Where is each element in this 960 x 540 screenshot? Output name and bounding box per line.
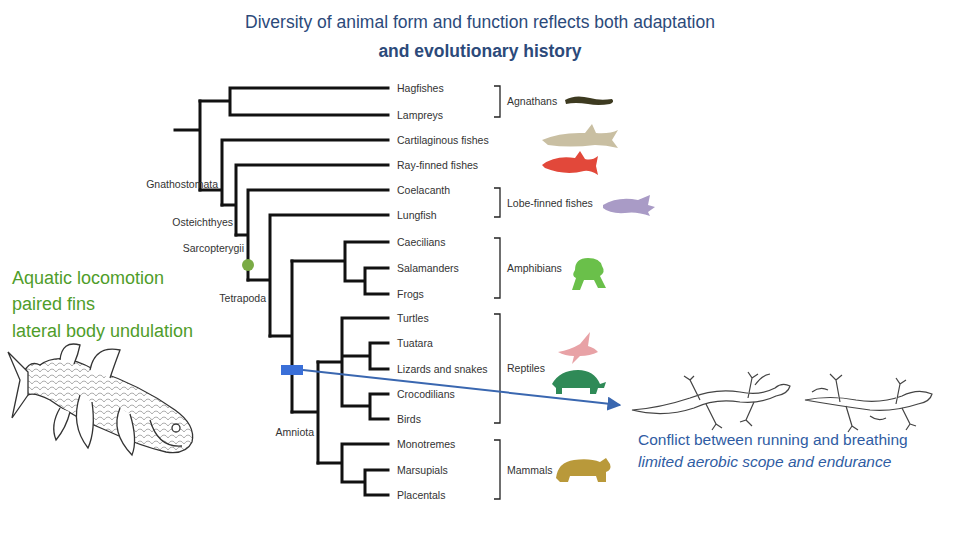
trait-note: Conflict between running and breathing [638, 431, 908, 449]
taxon-label: Crocodilians [396, 388, 456, 400]
taxon-label: Cartilaginous fishes [396, 134, 490, 146]
taxon-label: Frogs [396, 288, 425, 300]
coelacanth-drawing [8, 344, 193, 455]
taxon-label: Hagfishes [396, 82, 445, 94]
taxon-label: Lungfish [396, 209, 438, 221]
taxon-label: Marsupials [396, 464, 449, 476]
taxon-label: Placentals [396, 489, 446, 501]
taxon-label: Caecilians [396, 236, 446, 248]
clade-label: Amniota [275, 426, 314, 438]
clade-label: Sarcopterygii [183, 242, 244, 254]
clade-label: Tetrapoda [219, 292, 266, 304]
group-label: Lobe-finned fishes [507, 197, 593, 209]
taxon-label: Lizards and snakes [396, 363, 488, 375]
group-label: Reptiles [507, 362, 545, 374]
clade-label: Gnathostomata [146, 178, 218, 190]
node-dot [242, 259, 254, 271]
group-label: Agnathans [507, 95, 557, 107]
taxon-label: Turtles [396, 312, 430, 324]
taxon-label: Coelacanth [396, 184, 451, 196]
salamander-drawings [632, 372, 932, 432]
animal-icons [542, 96, 655, 482]
taxon-label: Tuatara [396, 337, 434, 349]
trait-note: limited aerobic scope and endurance [638, 453, 891, 471]
taxon-label: Birds [396, 413, 422, 425]
arrow [303, 370, 620, 405]
clade-label: Osteichthyes [172, 216, 233, 228]
trait-marker [281, 365, 303, 375]
taxon-label: Monotremes [396, 438, 456, 450]
slide-title: Diversity of animal form and function re… [245, 8, 715, 66]
brackets [494, 86, 500, 499]
trait-note: Aquatic locomotion [12, 268, 164, 289]
taxon-label: Ray-finned fishes [396, 159, 479, 171]
trait-note: lateral body undulation [12, 321, 193, 342]
taxon-label: Salamanders [396, 262, 460, 274]
trait-note: paired fins [12, 294, 95, 315]
group-label: Amphibians [507, 262, 562, 274]
group-label: Mammals [507, 464, 553, 476]
taxon-label: Lampreys [396, 109, 444, 121]
